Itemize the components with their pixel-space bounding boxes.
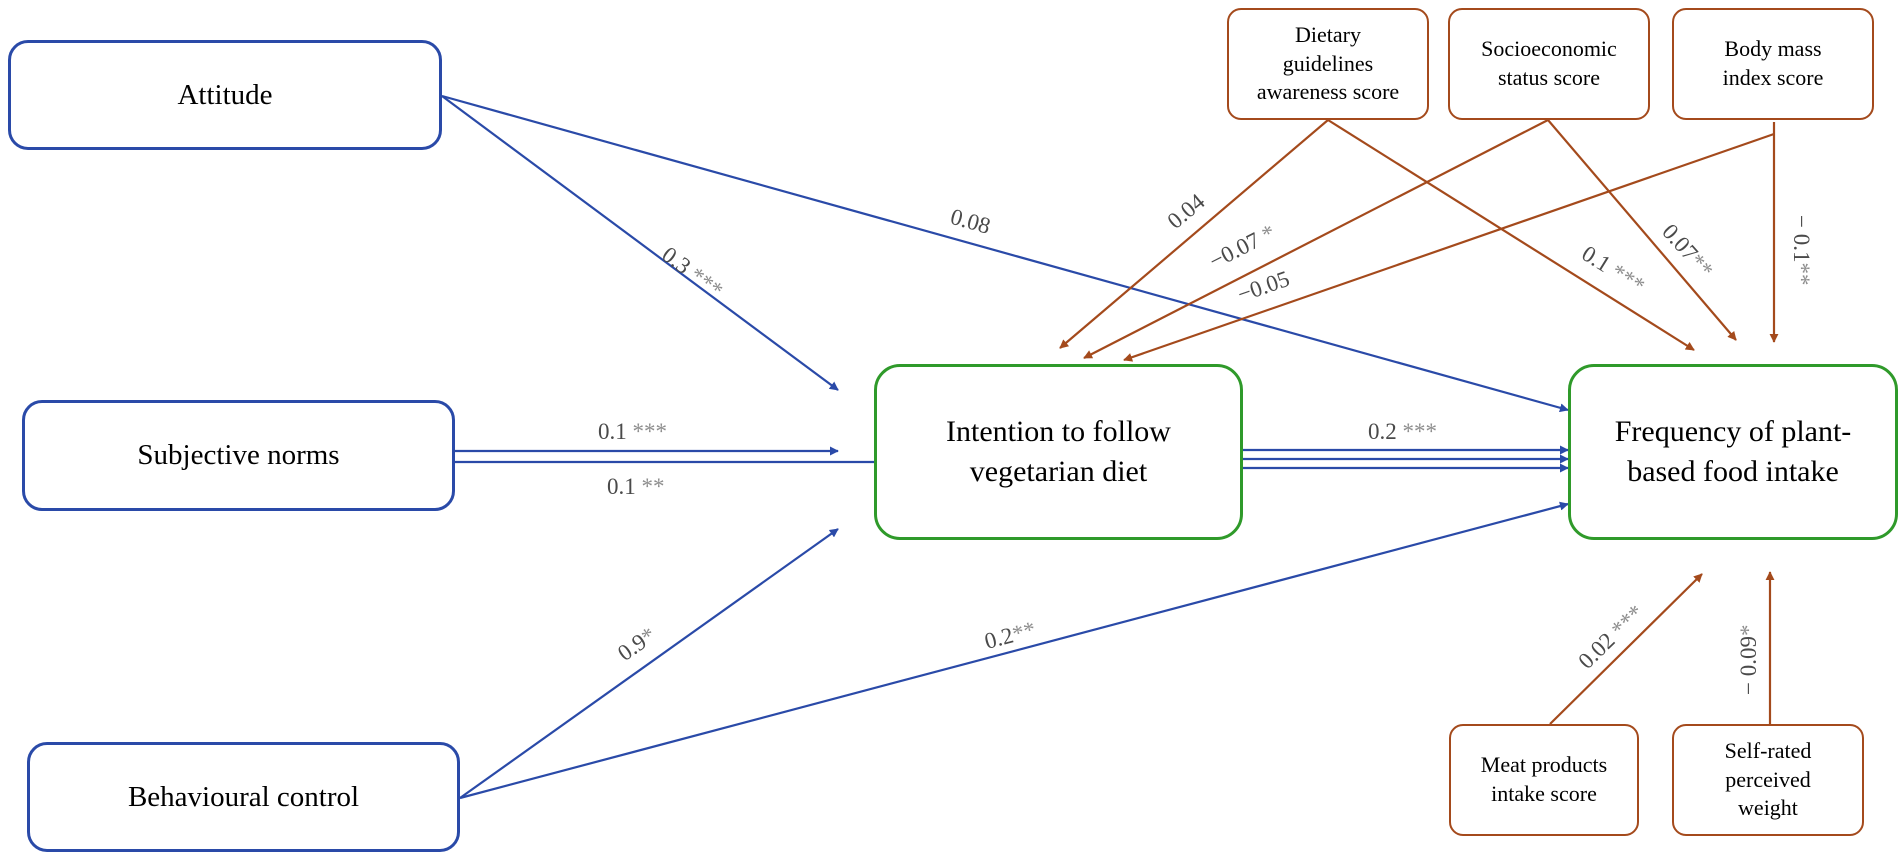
node-meat-line-2: intake score <box>1491 781 1597 806</box>
node-bmi-line-2: index score <box>1722 65 1824 90</box>
sig-norms-to-intention-2: ** <box>641 474 665 499</box>
label-norms-to-intention: 0.1 *** <box>598 420 667 443</box>
node-dietary-line-1: Dietary <box>1295 22 1361 48</box>
node-attitude: Attitude <box>8 40 442 150</box>
arrow-ses-to-intention <box>1083 119 1549 359</box>
node-bmi-line-1: Body mass <box>1724 36 1822 62</box>
node-meat-line-1: Meat products <box>1480 752 1608 778</box>
sig-intention-to-frequency: *** <box>1402 419 1438 444</box>
coef-norms-to-intention: 0.1 <box>598 419 627 444</box>
node-subjective-norms: Subjective norms <box>22 400 455 511</box>
node-dietary-line-3: awareness score <box>1256 79 1400 105</box>
arrow-attitude-to-frequency <box>441 94 1569 413</box>
node-subjective-norms-label: Subjective norms <box>137 439 340 471</box>
node-dietary-guidelines: Dietary guidelines awareness score <box>1227 8 1429 120</box>
node-self-rated-weight: Self-rated perceived weight <box>1672 724 1864 836</box>
arrow-dietary-to-intention <box>1059 119 1329 349</box>
sig-weight-to-frequency: * <box>1736 624 1761 637</box>
node-socioeconomic: Socioeconomic status score <box>1448 8 1650 120</box>
node-ses-line-2: status score <box>1497 65 1600 90</box>
node-weight-line-1: Self-rated <box>1724 738 1812 764</box>
arrow-attitude-to-intention <box>441 95 839 391</box>
sig-bmi-to-frequency: ** <box>1789 262 1814 286</box>
coef-bmi-to-frequency: − 0.1 <box>1789 215 1814 263</box>
node-intention-line-1: Intention to follow <box>946 414 1171 448</box>
arrow-dietary-to-frequency <box>1327 119 1695 351</box>
node-frequency: Frequency of plant- based food intake <box>1568 364 1898 540</box>
label-weight-to-frequency: − 0.09* <box>1736 624 1761 695</box>
node-frequency-line-1: Frequency of plant- <box>1614 414 1852 448</box>
coef-intention-to-frequency: 0.2 <box>1368 419 1397 444</box>
node-intention: Intention to follow vegetarian diet <box>874 364 1243 540</box>
node-frequency-line-2: based food intake <box>1627 455 1839 488</box>
node-ses-line-1: Socioeconomic <box>1481 36 1617 62</box>
label-norms-to-intention-2: 0.1 ** <box>607 475 665 498</box>
node-intention-line-2: vegetarian diet <box>969 455 1148 488</box>
coef-weight-to-frequency: − 0.09 <box>1736 636 1761 695</box>
node-behavioural-control-label: Behavioural control <box>127 780 360 813</box>
coef-norms-to-intention-2: 0.1 <box>607 474 636 499</box>
arrow-meat-to-frequency <box>1549 573 1703 725</box>
arrow-control-to-intention <box>459 528 839 799</box>
arrow-ses-to-frequency <box>1547 119 1737 341</box>
node-dietary-line-2: guidelines <box>1282 50 1374 76</box>
sig-norms-to-intention: *** <box>632 419 668 444</box>
node-weight-line-2: perceived <box>1725 766 1811 792</box>
arrow-control-to-frequency <box>459 501 1569 800</box>
node-attitude-label: Attitude <box>177 78 273 111</box>
label-intention-to-frequency: 0.2 *** <box>1368 420 1437 443</box>
node-behavioural-control: Behavioural control <box>27 742 460 852</box>
node-weight-line-3: weight <box>1738 795 1798 821</box>
label-bmi-to-frequency: − 0.1** <box>1789 215 1814 286</box>
node-bmi: Body mass index score <box>1672 8 1874 120</box>
arrow-bmi-to-intention <box>1123 132 1775 362</box>
node-meat-products: Meat products intake score <box>1449 724 1639 836</box>
